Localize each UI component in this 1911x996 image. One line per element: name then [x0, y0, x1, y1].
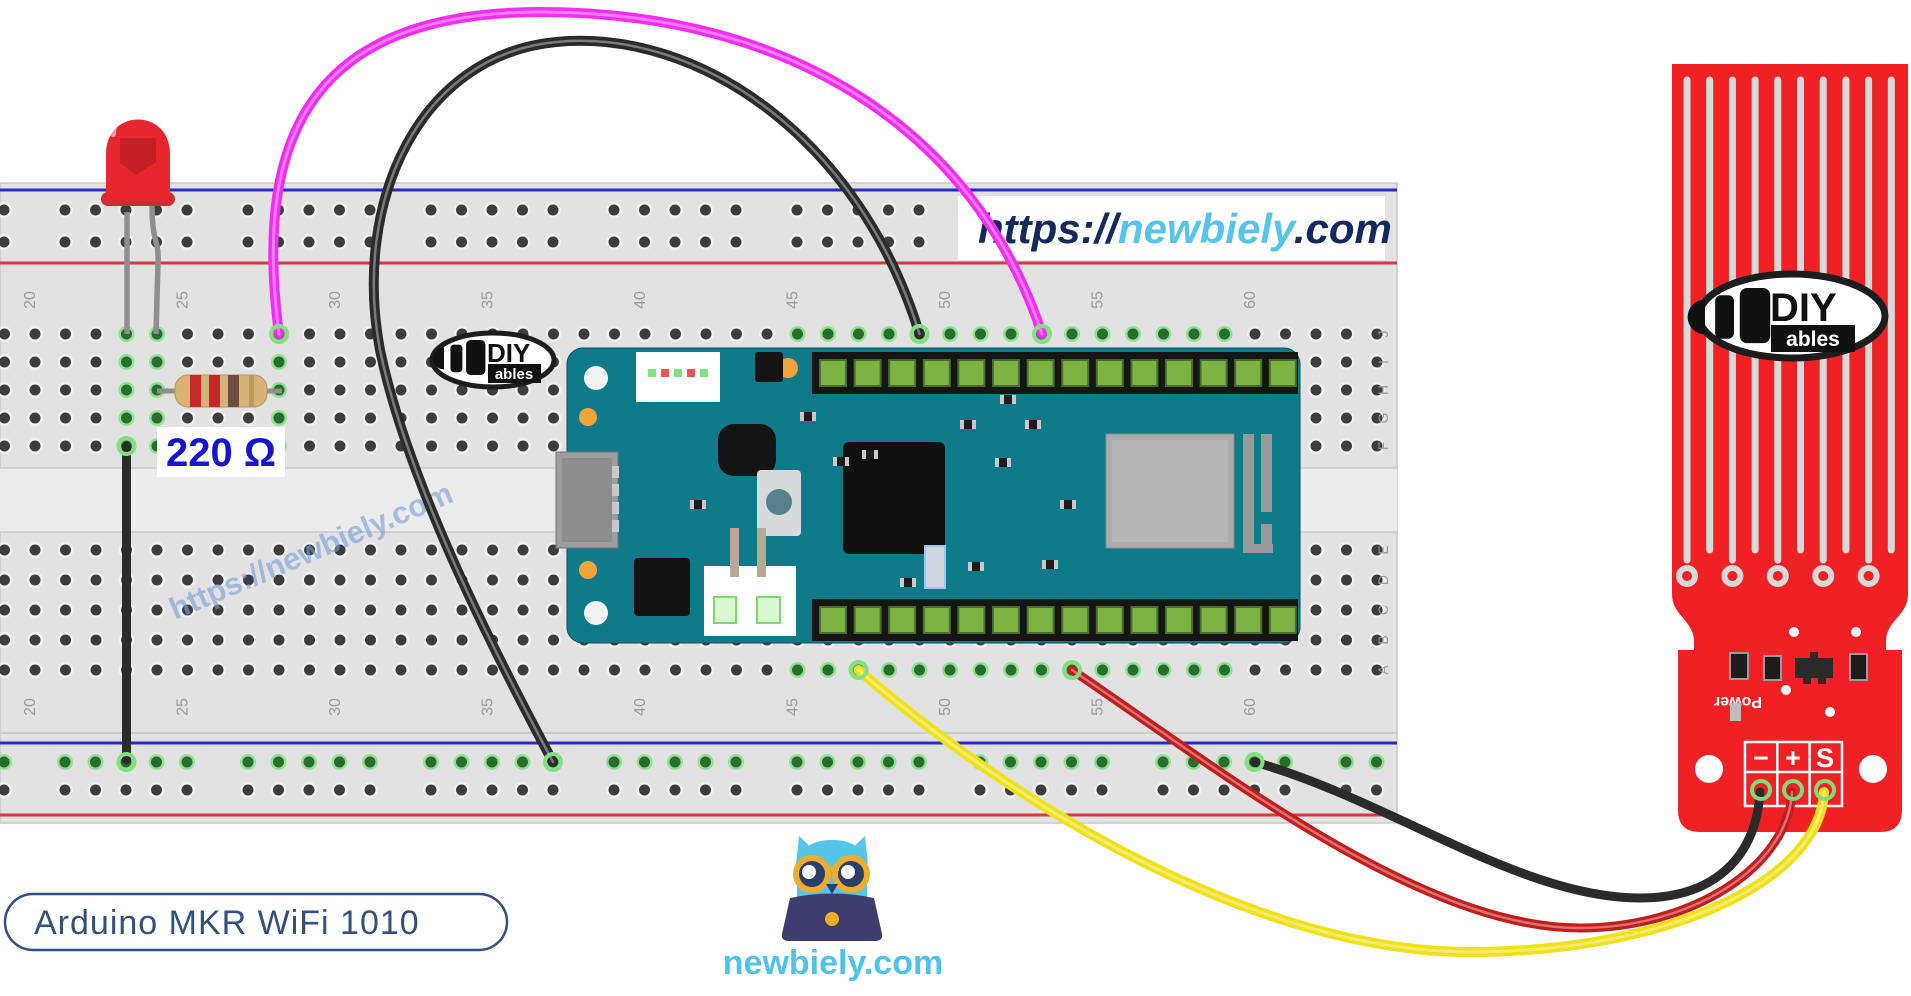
diyables-logo-diy: DIY — [487, 338, 530, 368]
svg-text:50: 50 — [937, 291, 954, 309]
microcontroller-chip — [843, 442, 945, 554]
svg-text:25: 25 — [175, 291, 192, 309]
url-banner: https://newbiely.com — [958, 196, 1392, 260]
mascot-caption: newbiely.com — [723, 944, 943, 982]
led-reflector — [120, 138, 156, 175]
water-level-sensor: DIY ables Power − + S — [1672, 64, 1908, 832]
mounting-hole — [584, 601, 608, 625]
led-anode-leg — [149, 205, 161, 335]
led — [101, 113, 175, 335]
svg-text:20: 20 — [22, 291, 39, 309]
diyables-logo-ables-box — [1771, 325, 1855, 352]
smd-transistor — [1795, 658, 1833, 678]
test-pad — [579, 561, 597, 579]
resistor-band-1 — [190, 375, 201, 407]
resistor-band-2 — [209, 375, 220, 407]
svg-text:25: 25 — [175, 698, 192, 716]
smd-component — [1730, 703, 1741, 721]
owl-beak — [826, 884, 838, 894]
mounting-hole — [584, 366, 608, 390]
svg-text:35: 35 — [480, 291, 497, 309]
svg-text:F: F — [1375, 442, 1391, 451]
smd-passives — [690, 395, 1076, 587]
svg-text:D: D — [1375, 575, 1391, 585]
url-tld: .com — [1294, 205, 1392, 252]
resistor-label-background — [157, 427, 285, 477]
resistor-band-4 — [249, 375, 254, 407]
board-name-pill — [3, 892, 509, 952]
resistor-value-label: 220 Ω — [157, 427, 285, 477]
wire-sensor-plus — [1067, 665, 1797, 933]
sensor-pcb-neck — [1672, 586, 1908, 660]
svg-text:60: 60 — [1242, 291, 1259, 309]
smd-component — [1763, 655, 1782, 681]
svg-text:55: 55 — [1090, 698, 1107, 716]
url-banner-text: https://newbiely.com — [978, 205, 1392, 252]
wire-arduino-gnd-jumper — [368, 35, 925, 767]
sensor-pin-plus-label: + — [1785, 743, 1801, 773]
test-pad — [579, 408, 597, 426]
connection-rings — [116, 324, 1836, 801]
wire-sensor-minus — [1250, 757, 1765, 903]
wire-led-signal-jumper — [268, 6, 1047, 339]
diyables-logo-ables: ables — [1786, 328, 1840, 351]
svg-text:J: J — [1375, 331, 1391, 338]
svg-text:40: 40 — [632, 291, 649, 309]
svg-text:55: 55 — [1090, 291, 1107, 309]
svg-text:45: 45 — [785, 698, 802, 716]
sensor-power-label: Power — [1714, 693, 1762, 710]
diyables-logo-diy: DIY — [1770, 286, 1837, 330]
board-name-badge: Arduino MKR WiFi 1010 — [3, 892, 509, 952]
resistor-band-3 — [228, 375, 239, 407]
sensor-pin-signal-label: S — [1816, 743, 1834, 773]
diyables-logo-breadboard: DIY ables — [429, 330, 557, 390]
crystal — [924, 545, 946, 589]
arduino-mkr-board — [555, 347, 1301, 644]
breadboard-row-column-labels: 202025253030353540404545505055556060JIHG… — [22, 291, 1391, 716]
svg-text:20: 20 — [22, 698, 39, 716]
diyables-logo-sensor: DIY ables — [1687, 270, 1889, 362]
sensor-pin-minus-label: − — [1753, 743, 1769, 773]
crypto-chip — [634, 558, 690, 616]
power-inductor — [718, 424, 776, 476]
svg-text:30: 30 — [327, 291, 344, 309]
diyables-logo-ables-box — [488, 364, 541, 383]
antenna-trace — [1261, 434, 1272, 512]
resistor-label-text: 220 Ω — [166, 431, 276, 475]
svg-text:B: B — [1375, 635, 1391, 644]
svg-text:Power: Power — [1714, 693, 1762, 710]
diyables-logo-ables: ables — [495, 366, 533, 383]
svg-text:35: 35 — [480, 698, 497, 716]
svg-text:G: G — [1375, 413, 1391, 424]
svg-text:C: C — [1375, 605, 1391, 615]
svg-text:I: I — [1375, 360, 1391, 364]
smd-component — [1849, 653, 1868, 681]
smd-component — [1729, 652, 1749, 680]
board-name-text: Arduino MKR WiFi 1010 — [34, 904, 420, 942]
svg-text:A: A — [1375, 665, 1391, 675]
wire-sensor-signal — [853, 665, 1829, 958]
wires — [122, 6, 1829, 958]
svg-text:60: 60 — [1242, 698, 1259, 716]
owl-glasses — [793, 855, 870, 893]
castellated-pins — [819, 359, 1297, 634]
sensor-mounting-hole — [1859, 755, 1887, 783]
antenna-trace — [1243, 434, 1254, 544]
led-highlight — [110, 113, 130, 137]
laptop-logo-dot — [825, 912, 839, 926]
owl-mascot: newbiely.com — [723, 836, 943, 982]
resistor — [157, 374, 282, 408]
svg-text:H: H — [1375, 385, 1391, 395]
sensor-mounting-hole — [1695, 755, 1723, 783]
svg-text:45: 45 — [785, 291, 802, 309]
url-banner-background — [958, 196, 1385, 260]
svg-text:30: 30 — [327, 698, 344, 716]
svg-text:50: 50 — [937, 698, 954, 716]
svg-text:40: 40 — [632, 698, 649, 716]
url-site: newbiely — [1118, 205, 1298, 252]
svg-text:E: E — [1375, 545, 1391, 554]
